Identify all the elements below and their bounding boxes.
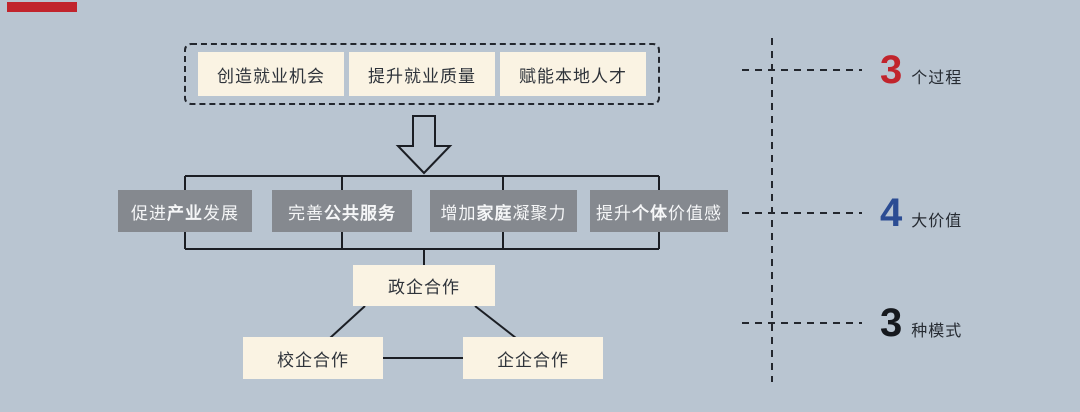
corner-accent-bar (7, 2, 77, 12)
model-node-top: 政企合作 (353, 265, 495, 306)
model-node-left: 校企合作 (243, 337, 383, 379)
process-node: 提升就业质量 (349, 52, 495, 96)
value-node: 增加家庭凝聚力 (430, 190, 577, 232)
value-node: 提升个体价值感 (590, 190, 728, 232)
annotation-number: 4 (880, 191, 903, 235)
value-node: 完善公共服务 (272, 190, 412, 232)
process-node: 创造就业机会 (198, 52, 344, 96)
annotation-label: 种模式 (911, 323, 963, 340)
annotation-values-count: 4 大价值 (880, 193, 962, 233)
annotation-number: 3 (880, 301, 903, 345)
process-node: 赋能本地人才 (500, 52, 646, 96)
annotation-number: 3 (880, 48, 903, 92)
processes-group: 创造就业机会 提升就业质量 赋能本地人才 (184, 43, 660, 105)
model-node-right: 企企合作 (463, 337, 603, 379)
down-arrow-icon (395, 115, 453, 175)
annotation-label: 个过程 (911, 70, 963, 87)
annotation-processes-count: 3 个过程 (880, 50, 962, 90)
annotation-label: 大价值 (911, 213, 963, 230)
annotation-models-count: 3 种模式 (880, 303, 962, 343)
value-node: 促进产业发展 (118, 190, 252, 232)
